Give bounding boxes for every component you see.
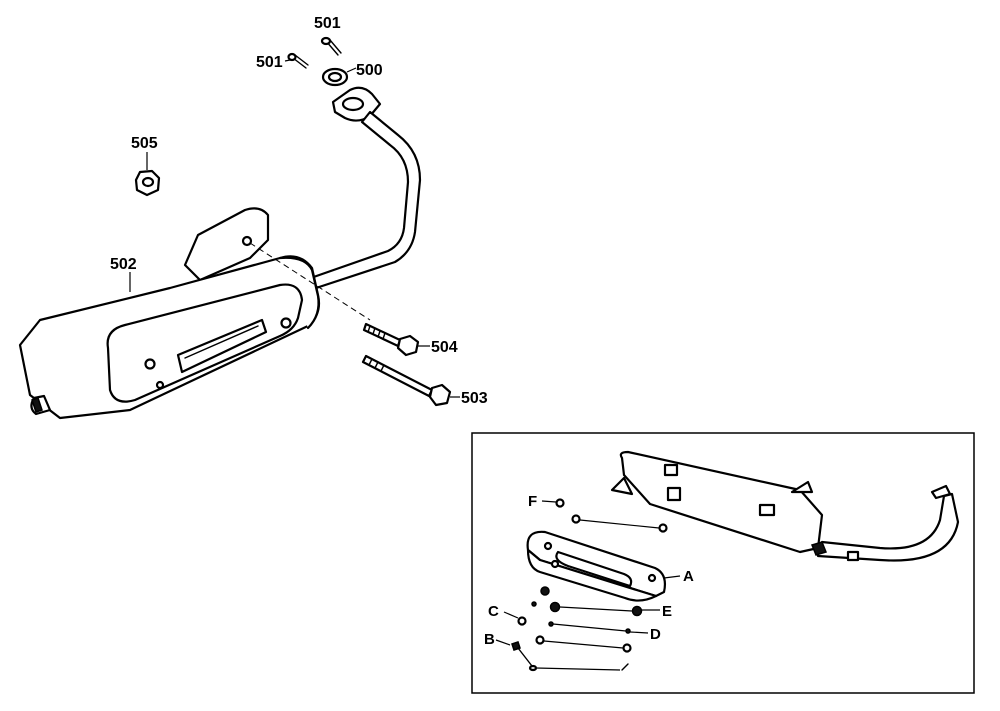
label-E: E <box>662 603 672 620</box>
leader-501-left <box>284 59 291 62</box>
alignment-line <box>249 242 371 321</box>
muffler-502 <box>18 207 321 420</box>
label-505: 505 <box>131 135 158 152</box>
label-503: 503 <box>461 390 488 407</box>
label-502: 502 <box>110 256 137 273</box>
label-A: A <box>683 568 694 585</box>
exhaust-header-pipe <box>303 86 422 292</box>
inset-frame <box>471 432 975 694</box>
leader-D <box>629 631 649 634</box>
screw-501-left <box>287 52 309 69</box>
inset-heat-shield-A <box>526 530 667 602</box>
inset-grommet-E <box>540 586 643 617</box>
screw-501-top <box>320 36 342 56</box>
bolt-503 <box>361 354 452 407</box>
leader-500 <box>346 67 357 73</box>
leader-C <box>503 611 519 619</box>
label-C: C <box>488 603 499 620</box>
inset-screw-B <box>511 641 629 672</box>
inset-muffler <box>610 450 960 562</box>
label-504: 504 <box>431 339 458 356</box>
leader-A <box>663 575 681 579</box>
bolt-504 <box>362 322 420 357</box>
label-B: B <box>484 631 495 648</box>
inset-spacer-D <box>531 601 631 634</box>
leader-B <box>495 639 511 646</box>
label-F: F <box>528 493 537 510</box>
nut-505 <box>134 169 161 197</box>
label-501-left: 501 <box>256 54 283 71</box>
leader-F <box>541 500 557 503</box>
label-501-top: 501 <box>314 15 341 32</box>
label-D: D <box>650 626 661 643</box>
inset-washer-F <box>555 498 668 533</box>
gasket-500 <box>321 67 349 87</box>
inset-washer-C <box>517 616 632 653</box>
label-500: 500 <box>356 62 383 79</box>
